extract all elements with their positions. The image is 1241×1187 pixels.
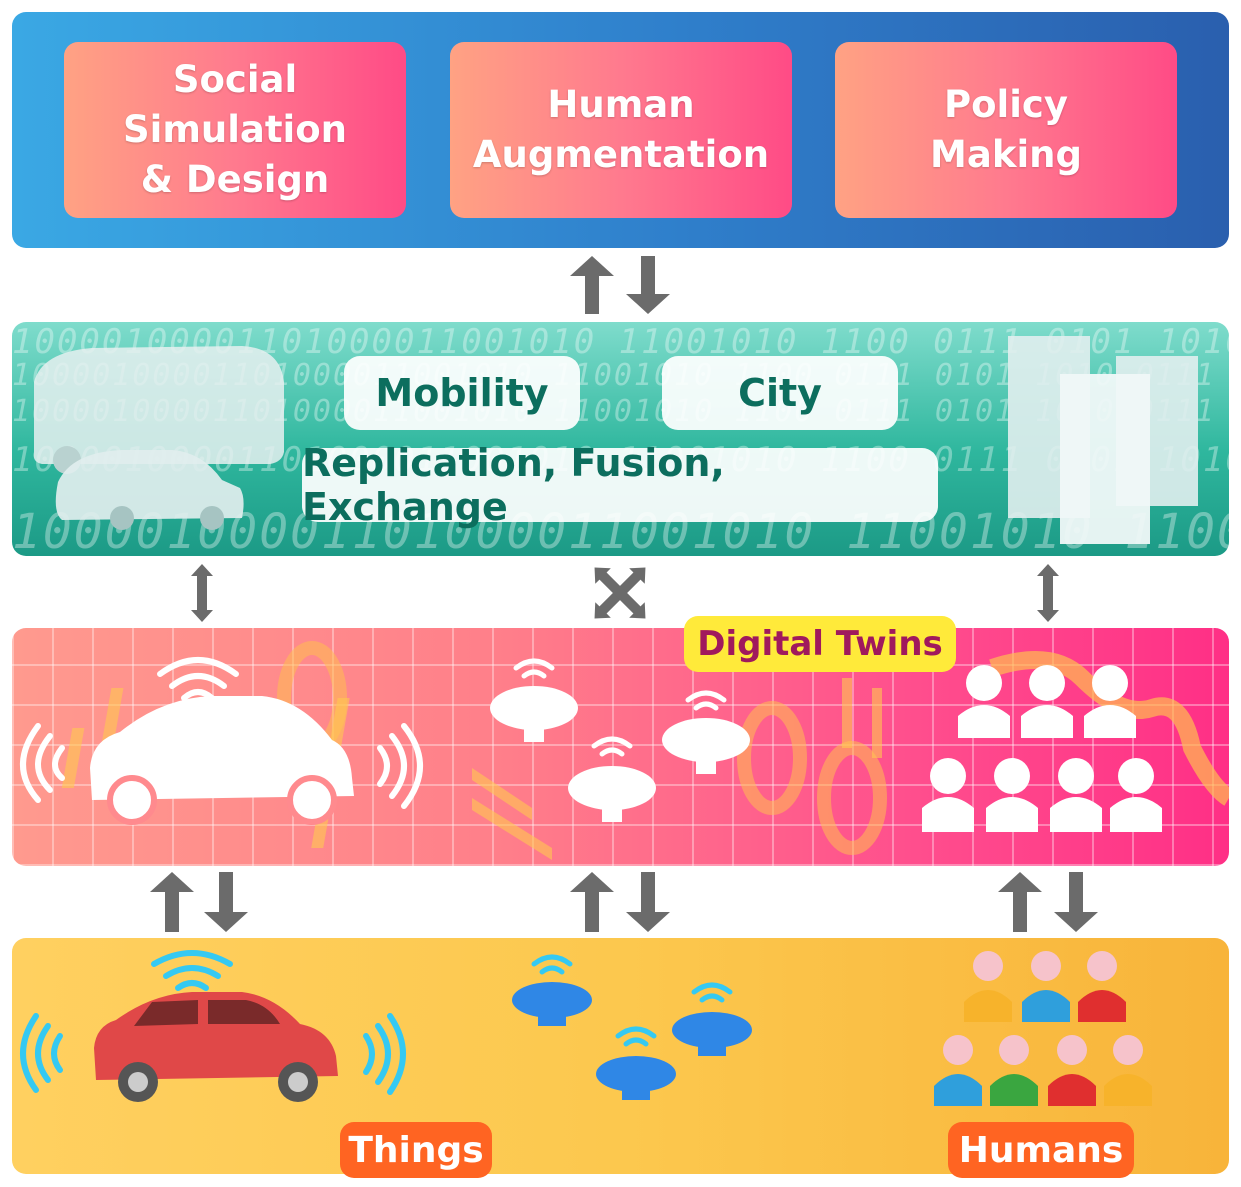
digital-twins-layer xyxy=(12,628,1229,866)
wifi-icon xyxy=(513,658,727,757)
decorative-wave xyxy=(989,651,1229,806)
person-icon xyxy=(922,758,974,832)
wifi-icon xyxy=(20,950,406,1095)
applications-layer: Social Simulation & Design Human Augment… xyxy=(12,12,1229,248)
person-icon xyxy=(1084,665,1136,738)
person-icon xyxy=(1050,758,1102,832)
functions-pill: Replication, Fusion, Exchange xyxy=(302,441,938,529)
person-icon xyxy=(958,665,1010,738)
double-arrow-icon xyxy=(191,564,213,622)
car-icon xyxy=(90,696,354,825)
arrow-up-icon xyxy=(150,872,194,932)
physical-layer xyxy=(12,938,1229,1174)
things-tag: Things xyxy=(340,1122,492,1178)
app-card-policy-making: Policy Making xyxy=(835,42,1177,218)
app-card-human-augmentation: Human Augmentation xyxy=(450,42,792,218)
digital-twins-tag: Digital Twins xyxy=(684,616,956,672)
person-icon xyxy=(1021,665,1073,738)
arrow-up-icon xyxy=(570,872,614,932)
cross-arrows-icon xyxy=(594,567,646,619)
person-icon xyxy=(934,1035,982,1106)
person-icon xyxy=(1022,951,1070,1022)
app-card-social-simulation: Social Simulation & Design xyxy=(64,42,406,218)
double-arrow-icon xyxy=(1037,564,1059,622)
buildings-icon xyxy=(1008,336,1198,544)
car-icon xyxy=(94,992,338,1102)
platform-graphics xyxy=(33,336,1198,544)
person-icon xyxy=(990,1035,1038,1106)
person-icon xyxy=(1104,1035,1152,1106)
arrow-down-icon xyxy=(626,872,670,932)
twins-graphics xyxy=(20,641,1229,860)
person-icon xyxy=(1078,951,1126,1022)
person-icon xyxy=(986,758,1038,832)
city-pill: City xyxy=(662,356,898,430)
device-icon xyxy=(596,1056,676,1100)
person-icon xyxy=(1048,1035,1096,1106)
people-icons xyxy=(934,951,1152,1106)
device-icon xyxy=(512,982,592,1026)
platform-layer: 10000100001101000011001010 11001010 1100… xyxy=(12,322,1229,556)
car-icon xyxy=(55,450,244,530)
device-icons xyxy=(490,686,750,822)
mobility-pill: Mobility xyxy=(344,356,580,430)
person-icon xyxy=(1110,758,1162,832)
device-icon xyxy=(490,686,578,742)
app-card-label: Human Augmentation xyxy=(472,83,770,176)
wifi-icon xyxy=(531,954,733,1047)
arrow-down-icon xyxy=(1054,872,1098,932)
people-icons xyxy=(922,665,1162,832)
arrow-up-icon xyxy=(998,872,1042,932)
arrow-up-icon xyxy=(570,256,614,314)
device-icon xyxy=(672,1012,752,1056)
device-icon xyxy=(662,718,750,774)
app-card-label: Policy Making xyxy=(930,83,1082,176)
physical-graphics xyxy=(20,950,1152,1106)
app-card-label: Social Simulation & Design xyxy=(122,58,347,201)
person-icon xyxy=(964,951,1012,1022)
device-icons xyxy=(512,982,752,1100)
humans-tag: Humans xyxy=(948,1122,1134,1178)
arrow-down-icon xyxy=(204,872,248,932)
device-icon xyxy=(568,766,656,822)
arrow-down-icon xyxy=(626,256,670,314)
wifi-icon xyxy=(20,657,423,809)
